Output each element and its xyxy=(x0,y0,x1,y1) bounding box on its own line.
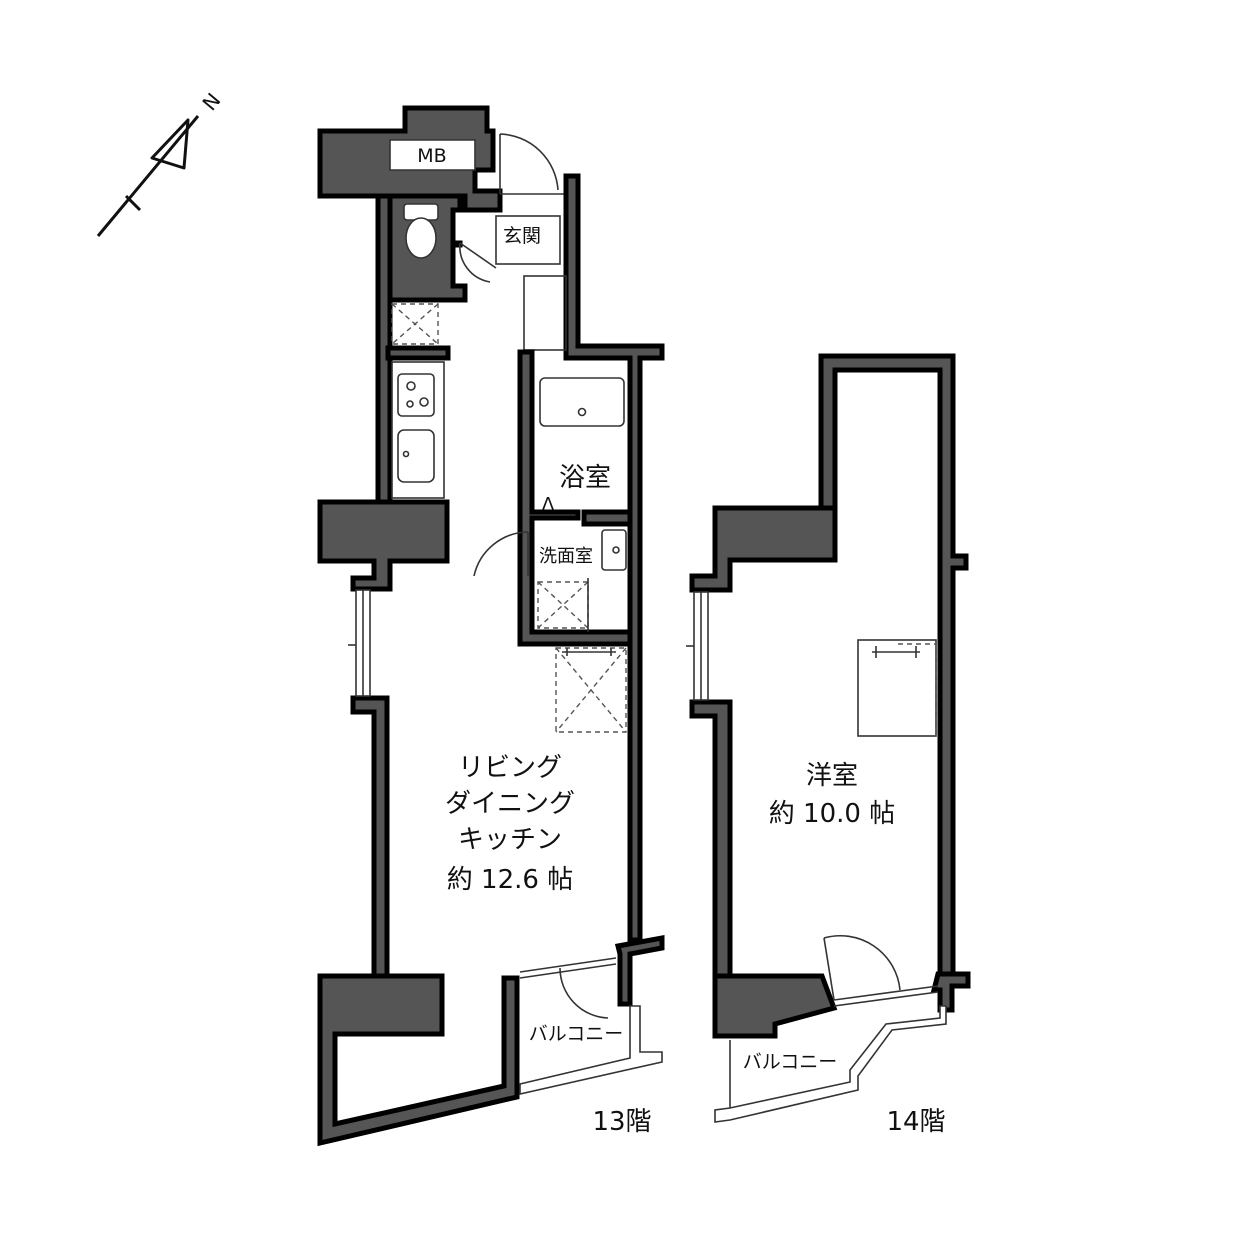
floor-14-plan: 洋室 約 10.0 帖 バルコニー 14階 xyxy=(686,353,971,1137)
compass-icon: N xyxy=(96,88,225,237)
floor-13-plan: MB xyxy=(317,105,665,1147)
toilet-door-swing xyxy=(459,242,491,283)
wall-14-bottom-block xyxy=(712,973,838,1039)
mb-label: MB xyxy=(417,145,446,167)
wall-corridor-right xyxy=(563,173,665,943)
wall-14-left-block xyxy=(689,505,838,593)
floor-13-label: 13階 xyxy=(592,1107,651,1137)
balcony-13-label: バルコニー xyxy=(529,1023,624,1045)
balcony-14-label: バルコニー xyxy=(743,1051,838,1073)
toilet-icon xyxy=(403,203,439,259)
wall-column-mid xyxy=(317,499,450,592)
ldk-label-line1: リビング xyxy=(458,753,562,783)
wall-storage-divider xyxy=(385,345,451,361)
wall-bath xyxy=(517,349,633,647)
washroom-door-swing xyxy=(473,531,529,577)
ldk-area-label: 約 12.6 帖 xyxy=(447,865,573,895)
ldk-label-line3: キッチン xyxy=(458,825,562,855)
bathtub-icon xyxy=(539,377,625,427)
stove-icon xyxy=(397,373,435,417)
entrance-label: 玄関 xyxy=(503,225,541,247)
closet-14 xyxy=(857,639,937,737)
washing-machine-space xyxy=(537,581,589,629)
balcony-14-rail xyxy=(714,1005,947,1123)
washroom-label: 洗面室 xyxy=(539,546,593,567)
kitchen-counter xyxy=(391,361,445,499)
entrance-step xyxy=(495,215,561,265)
window-left-13 xyxy=(348,589,371,697)
wall-right-stub xyxy=(614,935,665,1007)
ldk-label-line2: ダイニング xyxy=(445,789,575,819)
sink-icon xyxy=(397,429,435,483)
balcony-door-14[interactable] xyxy=(823,934,939,1007)
mb-box xyxy=(389,139,476,171)
western-room-label: 洋室 xyxy=(806,761,858,791)
western-room-area: 約 10.0 帖 xyxy=(769,799,895,829)
floor-14-label: 14階 xyxy=(886,1107,945,1137)
bathroom-label: 浴室 xyxy=(559,463,611,493)
wall-14-right-stub xyxy=(930,971,971,1013)
entrance-door[interactable] xyxy=(499,133,566,195)
wall-left-lower xyxy=(350,695,390,979)
wall-bath-lower xyxy=(581,509,633,527)
wall-14-left-lower xyxy=(689,699,733,979)
shoe-cabinet xyxy=(523,275,567,351)
wash-basin-icon xyxy=(601,529,627,571)
ldk-closet xyxy=(555,647,627,733)
window-left-14 xyxy=(686,591,709,701)
wall-bottom-13 xyxy=(317,973,520,1147)
wall-14-outer xyxy=(818,353,969,979)
north-label: N xyxy=(197,88,225,115)
balcony-door-13[interactable] xyxy=(519,957,617,1019)
balcony-13-rail xyxy=(519,1005,663,1096)
storage-closet xyxy=(391,303,439,345)
bath-door-marker: Λ xyxy=(542,494,555,515)
